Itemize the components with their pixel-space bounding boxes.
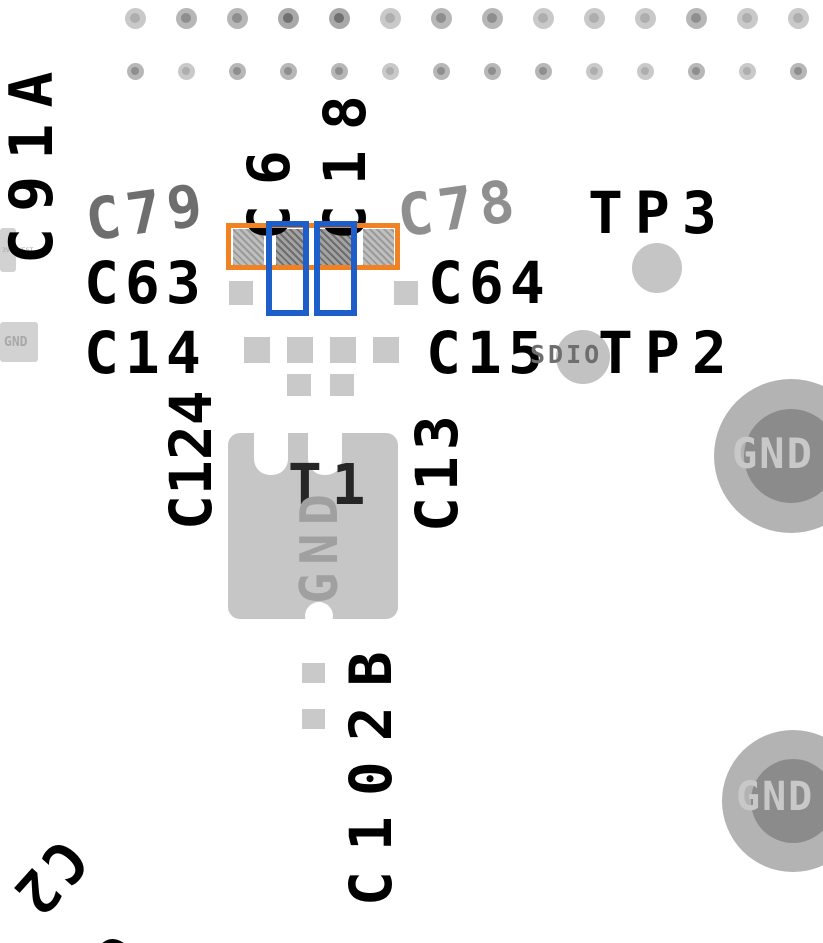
- gnd-via-top-inner: [744, 409, 823, 503]
- refdes-c15: C15: [426, 319, 549, 387]
- refdes-c78: C78: [393, 166, 525, 251]
- pad: [330, 374, 354, 396]
- via-dot: [738, 62, 756, 80]
- via-dot: [432, 62, 450, 80]
- pad: [373, 337, 399, 363]
- pad: [302, 663, 325, 683]
- via-dot: [787, 7, 809, 29]
- via-dot: [124, 7, 146, 29]
- refdes-c2-corner: C2: [0, 825, 102, 933]
- t1-notch: [308, 429, 342, 475]
- pad: [330, 337, 356, 363]
- via-dot: [226, 7, 248, 29]
- refdes-c64: C64: [428, 249, 551, 317]
- via-dot: [532, 7, 554, 29]
- pad: [287, 374, 311, 396]
- edge-pad-gnd: [0, 322, 38, 362]
- pad: [363, 229, 394, 266]
- pad: [287, 337, 313, 363]
- via-dot: [381, 62, 399, 80]
- tp3-testpoint-circle: [632, 243, 682, 293]
- pad: [320, 229, 351, 266]
- refdes-tp2: TP2: [598, 319, 739, 387]
- highlight-blue-box: [314, 221, 357, 316]
- gnd-via-bottom-inner: [751, 759, 823, 843]
- via-dot: [328, 7, 350, 29]
- via-dot: [228, 62, 246, 80]
- refdes-c124: C124: [157, 390, 225, 530]
- via-dot: [175, 7, 197, 29]
- via-dot: [379, 7, 401, 29]
- refdes-fragment: C: [78, 920, 156, 943]
- refdes-tp3: TP3: [588, 179, 729, 247]
- pad: [302, 709, 325, 729]
- via-dot: [534, 62, 552, 80]
- refdes-t1: T1: [288, 453, 376, 518]
- t1-gnd-marking: GND: [290, 486, 350, 604]
- via-dot: [685, 7, 707, 29]
- highlight-orange-box: [226, 223, 400, 270]
- via-dot: [277, 7, 299, 29]
- pad: [229, 281, 253, 305]
- refdes-c102b: C102B: [337, 631, 405, 906]
- via-dot: [736, 7, 758, 29]
- via-dot: [636, 62, 654, 80]
- refdes-c91a: C91A: [0, 55, 67, 265]
- via-dot: [279, 62, 297, 80]
- via-dot: [789, 62, 807, 80]
- highlight-blue-box: [266, 221, 309, 316]
- t1-bottom-notch: [305, 602, 333, 630]
- net-label-sdio: SDIO: [530, 340, 603, 369]
- via-dot: [687, 62, 705, 80]
- refdes-c79: C79: [81, 170, 213, 255]
- gnd-via-top-label: GND: [732, 429, 814, 478]
- refdes-c63: C63: [84, 249, 207, 317]
- pad: [233, 229, 264, 266]
- edge-pad: [0, 228, 16, 272]
- net-label-3v3-west: 3V3_WEST: [2, 246, 34, 254]
- via-dot: [585, 62, 603, 80]
- t1-notch: [254, 429, 288, 475]
- sdio-via-circle: [556, 330, 610, 384]
- net-label-gnd: GND: [4, 335, 28, 350]
- via-dot: [177, 62, 195, 80]
- pad: [276, 229, 307, 266]
- via-dot: [430, 7, 452, 29]
- refdes-c13: C13: [403, 409, 471, 532]
- via-dot: [583, 7, 605, 29]
- via-dot: [126, 62, 144, 80]
- via-dot: [330, 62, 348, 80]
- refdes-c14: C14: [84, 319, 207, 387]
- pad: [244, 337, 270, 363]
- gnd-via-bottom-label: GND: [736, 774, 815, 820]
- pad: [394, 281, 418, 305]
- via-dot: [483, 62, 501, 80]
- via-dot: [634, 7, 656, 29]
- via-dot: [481, 7, 503, 29]
- refdes-c18: C18: [311, 75, 379, 240]
